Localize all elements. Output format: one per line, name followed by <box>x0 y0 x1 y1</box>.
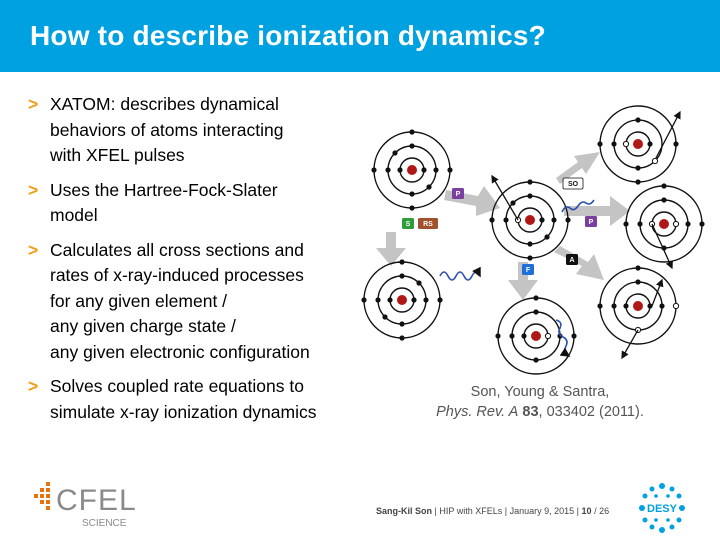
bullet-line: with XFEL pulses <box>50 145 185 165</box>
trajectory-line <box>491 174 519 221</box>
label-f-fluorescence: F <box>526 267 531 274</box>
title-bar: How to describe ionization dynamics? <box>0 0 720 72</box>
footer-page-number: 10 <box>581 506 592 516</box>
bullet-line: behaviors of atoms interacting <box>50 119 284 140</box>
bullet-marker: > <box>28 239 39 260</box>
atom-fluorescence <box>495 295 577 375</box>
bullet-list: > XATOM: describes dynamical behaviors o… <box>28 92 378 434</box>
atom-initial <box>371 129 453 211</box>
bullet-item: > Calculates all cross sections and rate… <box>28 238 378 366</box>
bullet-item: > Solves coupled rate equations to simul… <box>28 374 378 425</box>
atom-shakeoff <box>597 105 679 185</box>
citation-pages: , 033402 (2011). <box>538 404 644 420</box>
bullet-line: rates of x-ray-induced processes <box>50 265 304 285</box>
cfel-logo-dots <box>34 482 50 510</box>
citation-authors: Son, Young & Santra, <box>470 384 610 400</box>
desy-logo-text: DESY <box>647 503 678 515</box>
bullet-line: model <box>50 205 98 225</box>
electron-trajectories <box>491 110 681 360</box>
cfel-logo: CFEL SCIENCE <box>34 482 137 529</box>
ionization-process-diagram: P S RS SO P A F <box>361 105 705 375</box>
arrow-f-down <box>508 262 538 300</box>
label-p-second: P <box>589 219 594 226</box>
footer-separator: | <box>504 506 508 516</box>
cfel-logo-subtext: SCIENCE <box>82 518 127 529</box>
atom-scattered <box>361 259 443 341</box>
citation: Son, Young & Santra, Phys. Rev. A 83, 03… <box>400 382 680 422</box>
bullet-line: any given electronic configuration <box>50 341 310 362</box>
photon-waves <box>439 199 595 357</box>
bullet-marker: > <box>28 376 39 396</box>
atom-auger <box>597 265 680 345</box>
slide-footer: Sang-Kil Son | HIP with XFELs | January … <box>376 506 609 516</box>
desy-logo: DESY <box>639 483 685 533</box>
citation-reference: Phys. Rev. A 83, 033402 (2011). <box>400 402 680 422</box>
trajectory-line <box>655 110 681 159</box>
trajectory-line <box>621 329 639 360</box>
bullet-item: > XATOM: describes dynamical behaviors o… <box>28 92 378 169</box>
bullet-line: Uses the Hartree-Fock-Slater <box>50 179 278 200</box>
label-a-auger: A <box>569 257 574 264</box>
cfel-logo-text: CFEL <box>56 484 137 517</box>
arrow-so-up <box>556 152 600 184</box>
label-s-scattering: S <box>406 221 411 228</box>
footer-event: HIP with XFELs <box>439 506 503 516</box>
footer-date: January 9, 2015 <box>509 506 575 516</box>
process-labels: P S RS SO P A F <box>402 177 597 275</box>
photon-wave <box>561 199 595 213</box>
label-p-photoionization: P <box>456 191 461 198</box>
citation-journal: Phys. Rev. A <box>436 404 519 420</box>
footer-separator: | <box>576 506 580 516</box>
trajectory-line <box>651 223 673 270</box>
photon-wave <box>555 319 571 357</box>
citation-volume: 83 <box>522 404 539 420</box>
arrow-s-down <box>376 232 406 266</box>
bullet-line: for any given element / <box>50 290 228 311</box>
arrow-a-down <box>554 246 604 280</box>
footer-separator: | <box>434 506 437 516</box>
arrow-p-mid <box>564 196 630 226</box>
photon-wave <box>439 266 481 281</box>
atom-photoionized <box>489 179 571 261</box>
label-so-shakeoff: SO <box>568 181 579 188</box>
bullet-marker: > <box>28 94 39 114</box>
desy-logo-dots <box>639 483 685 533</box>
bullet-line: simulate x-ray ionization dynamics <box>50 401 317 422</box>
bullet-line: XATOM: describes dynamical <box>50 94 279 114</box>
bullet-line: Solves coupled rate equations to <box>50 376 304 396</box>
trajectory-line <box>651 278 664 307</box>
slide-title: How to describe ionization dynamics? <box>30 20 546 51</box>
bullet-line: Calculates all cross sections and <box>50 239 304 260</box>
footer-author: Sang-Kil Son <box>376 506 432 516</box>
bullet-item: > Uses the Hartree-Fock-Slater model <box>28 178 378 229</box>
footer-page-total: / 26 <box>594 506 610 516</box>
bullet-marker: > <box>28 179 39 200</box>
bullet-line: any given charge state / <box>50 316 236 336</box>
label-rs-scattering: RS <box>423 221 433 228</box>
